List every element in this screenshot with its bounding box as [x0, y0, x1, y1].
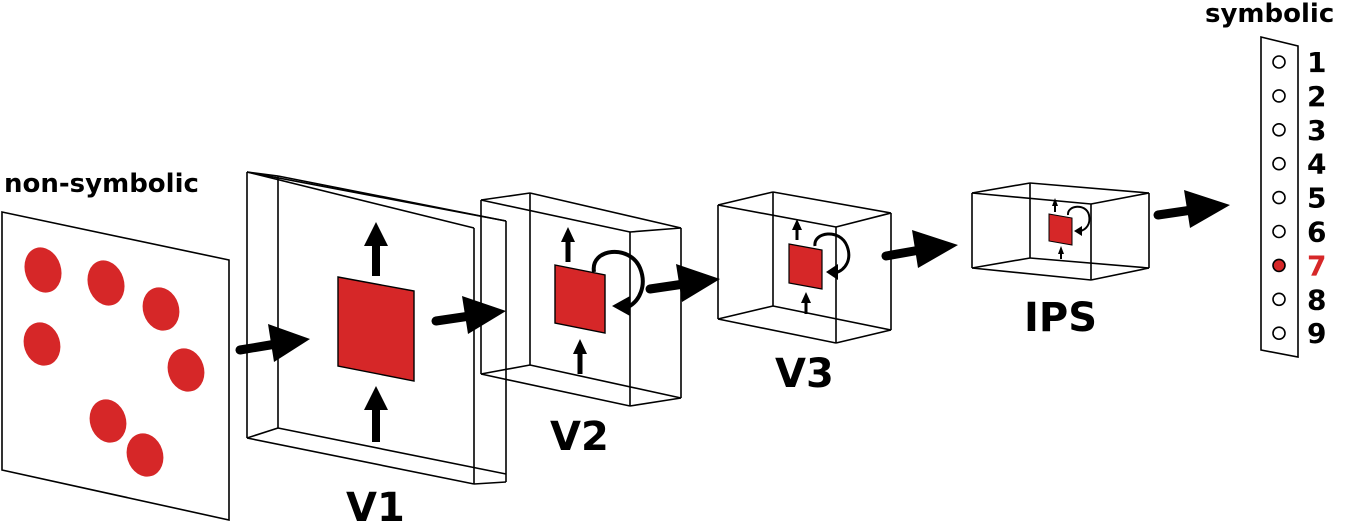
number-label: 8	[1307, 283, 1326, 316]
number-label: 7	[1307, 249, 1326, 282]
number-node	[1272, 224, 1286, 239]
v2-up-arrow	[561, 227, 575, 262]
v1-label: V1	[346, 485, 405, 523]
stimulus-dot	[142, 287, 180, 331]
v1-receptive-field	[337, 276, 415, 382]
flow-arrow	[1153, 190, 1230, 228]
v3-label: V3	[775, 351, 834, 397]
stimulus-panel	[1, 211, 230, 521]
v2-receptive-field	[554, 264, 606, 334]
v1-up-arrow	[364, 386, 388, 442]
flow-arrow	[881, 230, 958, 268]
number-label: 3	[1307, 114, 1326, 147]
v3-up-arrow	[792, 219, 802, 240]
v2-box	[480, 192, 682, 407]
number-label: 9	[1307, 317, 1326, 350]
stimulus-dots	[23, 247, 205, 477]
stimulus-dot	[89, 399, 127, 443]
v3-up-arrow	[801, 292, 811, 314]
ips-rotation-arrow	[1067, 205, 1091, 236]
number-label: 5	[1307, 182, 1326, 215]
ips-up-arrow	[1058, 246, 1064, 259]
number-node	[1272, 123, 1286, 137]
number-node	[1272, 326, 1286, 341]
flow-arrow	[645, 264, 720, 302]
number-node	[1272, 89, 1286, 103]
stimulus-dot	[126, 433, 164, 477]
number-label: 1	[1307, 46, 1326, 79]
number-label: 6	[1307, 216, 1326, 249]
number-node-selected	[1272, 258, 1286, 273]
ips-up-arrow	[1052, 198, 1058, 212]
v2-up-arrow	[573, 339, 587, 374]
ips-box	[971, 182, 1150, 281]
number-node	[1272, 55, 1286, 69]
ips-label: IPS	[1024, 295, 1097, 341]
number-label: 2	[1307, 80, 1326, 113]
v3-receptive-field	[788, 243, 823, 290]
v1-box	[246, 171, 507, 485]
flow-arrow	[431, 296, 506, 334]
stimulus-dot	[23, 322, 61, 366]
number-node	[1272, 156, 1286, 171]
non-symbolic-label: non-symbolic	[4, 169, 199, 199]
stimulus-dot	[87, 260, 125, 306]
number-label: 4	[1307, 148, 1326, 181]
v2-label: V2	[550, 414, 609, 460]
number-node	[1272, 190, 1286, 205]
v3-box	[717, 191, 892, 344]
stimulus-dot	[167, 348, 205, 392]
symbolic-label: symbolic	[1205, 0, 1334, 29]
stimulus-dot	[24, 247, 62, 293]
ips-receptive-field	[1048, 213, 1073, 246]
number-node	[1272, 292, 1286, 307]
v1-up-arrow	[364, 222, 388, 276]
v3-rotation-arrow	[813, 232, 851, 280]
flow-arrow	[235, 324, 310, 362]
v2-rotation-arrow	[591, 250, 645, 316]
